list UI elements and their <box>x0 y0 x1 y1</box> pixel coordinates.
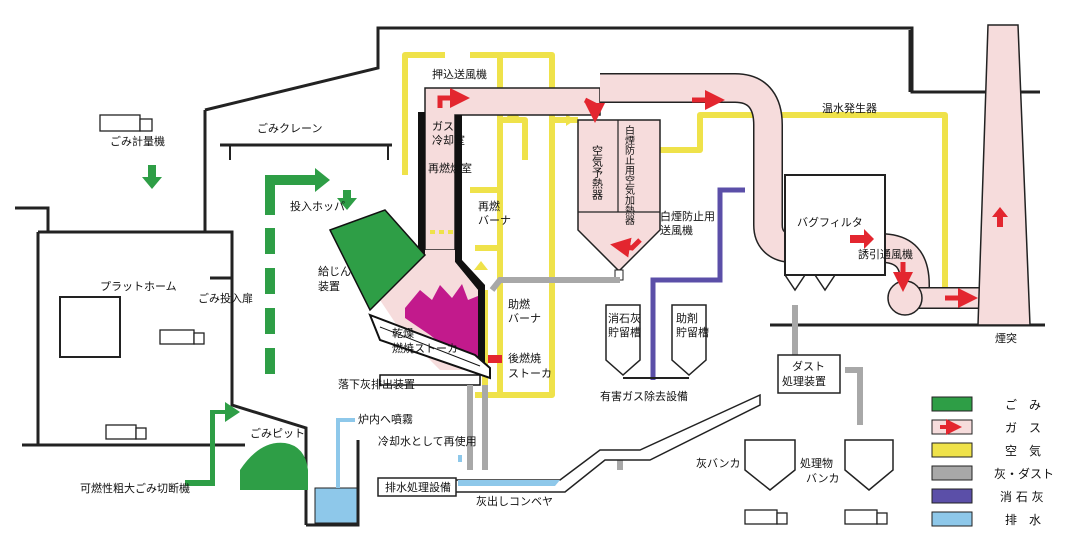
treated-bunker-label-2: バンカ <box>806 472 840 485</box>
gas-cooling-label-1: ガス <box>432 120 454 133</box>
gas-arrows <box>437 88 978 308</box>
legend-swatch-air <box>931 442 973 458</box>
agent-tank-label-1: 助剤 <box>676 311 698 325</box>
feeder-label-2: 装置 <box>318 280 340 293</box>
ash-conveyor-label: 灰出しコンベヤ <box>476 494 553 508</box>
treated-bunker-label-1: 処理物 <box>800 456 833 470</box>
white-smoke-fan-label-1: 白煙防止用 <box>660 209 715 223</box>
reuse-water-label: 冷却水として再使用 <box>378 435 477 448</box>
dust-treatment-box <box>777 354 841 394</box>
legend-label-ash: 灰・ダスト <box>994 466 1054 481</box>
dust-unit-label-1: ダスト <box>792 359 825 373</box>
air-preheater-label: 空気予熱器 <box>591 144 604 201</box>
hopper-label: 投入ホッパ <box>290 199 345 213</box>
lime-flow <box>650 187 745 380</box>
lime-tank-label-2: 貯留槽 <box>608 326 641 339</box>
drying-stoker-label-1: 乾燥 <box>392 327 414 340</box>
aux-burner-label-1: 助燃 <box>508 297 530 311</box>
drying-stoker-label-2: 燃焼ストーカ <box>392 341 458 355</box>
dust-unit-label-2: 処理装置 <box>782 375 826 388</box>
harmful-gas-label: 有害ガス除去設備 <box>600 389 688 403</box>
dump-door-label: ごみ投入扉 <box>198 291 253 305</box>
reburn-burner-label-2: バーナ <box>478 214 511 227</box>
post-stoker-label-2: ストーカ <box>508 367 552 380</box>
legend-swatch-drain <box>931 511 973 527</box>
chimney-label: 煙突 <box>995 331 1017 345</box>
crusher-label: 可燃性粗大ごみ切断機 <box>80 481 190 495</box>
pit-label: ごみピット <box>250 426 305 440</box>
legend-swatch-lime <box>931 488 973 504</box>
storage-tanks <box>605 304 707 379</box>
platform-label: プラットホーム <box>100 280 177 293</box>
truck-scale-label: ごみ計量機 <box>110 134 165 148</box>
white-smoke-fan-label-2: 送風機 <box>660 223 693 237</box>
spray-label: 炉内へ噴霧 <box>358 412 413 426</box>
gas-cooling-label-2: 冷却室 <box>432 133 465 147</box>
induced-draft-fan <box>887 280 923 316</box>
legend-swatch-ash <box>931 465 973 481</box>
falling-ash-label: 落下灰排出装置 <box>338 377 415 391</box>
legend-label-lime: 消 石 灰 <box>1000 490 1044 504</box>
feeder-label-1: 給じん <box>318 264 351 278</box>
labels: ごみ計量機 プラットホーム ごみ投入扉 可燃性粗大ごみ切断機 ごみピット ごみク… <box>80 67 1017 508</box>
bag-filter-label: バグフィルタ <box>797 215 863 229</box>
push-fan-label: 押込送風機 <box>432 67 487 81</box>
post-stoker-label-1: 後燃焼 <box>508 351 541 365</box>
ash-bunker-label: 灰バンカ <box>696 456 741 470</box>
legend-swatch-garbage <box>931 396 973 412</box>
lime-tank-label-1: 消石灰 <box>608 311 641 325</box>
heat-exchanger-vessels <box>577 119 661 281</box>
hot-water-label: 温水発生器 <box>822 101 877 115</box>
legend-label-garbage: ご み <box>1005 397 1041 412</box>
agent-tank-label-2: 貯留槽 <box>676 326 709 339</box>
reburn-burner-label-1: 再燃 <box>478 199 500 213</box>
bunkers <box>744 439 894 491</box>
garbage-flow <box>142 165 357 490</box>
chimney <box>977 24 1031 326</box>
furnace <box>328 112 502 386</box>
legend-label-drain: 排 水 <box>1005 513 1041 527</box>
platform-box <box>59 296 121 358</box>
aux-burner-label-2: バーナ <box>508 312 541 325</box>
legend-label-air: 空 気 <box>1005 443 1041 458</box>
induced-fan-label: 誘引通風機 <box>858 247 913 261</box>
drain-unit-label: 排水処理設備 <box>385 480 451 494</box>
legend: ご み ガ ス 空 気 灰・ダスト 消 石 灰 排 水 <box>931 396 1054 527</box>
white-smoke-heater-label: 白煙防止用空気加熱器 <box>623 124 635 226</box>
reburn-chamber-label: 再燃焼室 <box>428 161 472 175</box>
legend-label-gas: ガ ス <box>1005 421 1041 435</box>
ash-conveyor <box>454 393 761 493</box>
crane-label: ごみクレーン <box>257 121 322 135</box>
trucks <box>99 114 888 525</box>
drain-treatment-box <box>377 477 457 497</box>
bag-filter <box>784 174 886 292</box>
